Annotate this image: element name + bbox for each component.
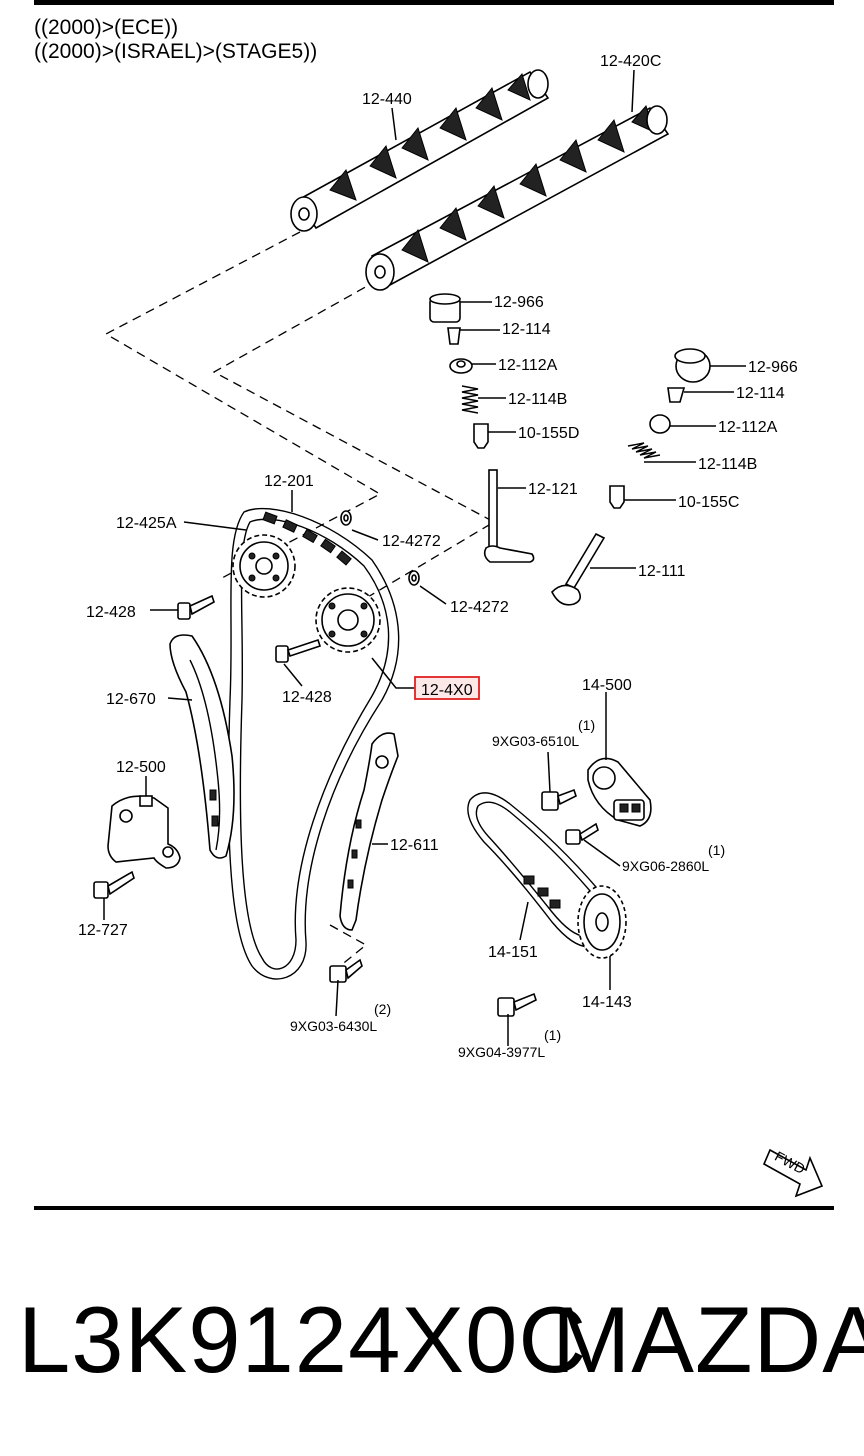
label-12-727: 12-727 [78, 922, 128, 939]
label-9xg04-3977l: 9XG04-3977L [458, 1044, 545, 1060]
label-12-121: 12-121 [528, 481, 578, 498]
oil-pump-sprocket[interactable] [577, 885, 627, 959]
label-12-114b-a: 12-114B [508, 391, 567, 408]
label-12-966-b: 12-966 [748, 359, 798, 376]
label-12-111: 12-111 [638, 563, 686, 580]
cam-sprocket-425a[interactable] [232, 534, 296, 598]
label-10-155d: 10-155D [518, 425, 579, 442]
label-14-151: 14-151 [488, 944, 538, 961]
label-12-4x0: 12-4X0 [421, 682, 473, 699]
tensioner-bolt[interactable] [93, 870, 135, 899]
label-9xg06-2860l: 9XG06-2860L [622, 858, 709, 874]
label-12-966-a: 12-966 [494, 294, 544, 311]
tappet-1[interactable] [429, 293, 461, 323]
bolt-6510[interactable] [541, 788, 577, 811]
label-12-428-b: 12-428 [282, 689, 332, 706]
keeper-2[interactable] [667, 387, 686, 403]
tappet-2[interactable] [674, 348, 711, 383]
fwd-arrow-icon: FWD [762, 1148, 824, 1198]
label-12-112a-a: 12-112A [498, 357, 558, 374]
label-12-425a: 12-425A [116, 515, 177, 532]
label-12-4272-b: 12-4272 [450, 599, 509, 616]
highlight-12-4x0[interactable]: 12-4X0 [414, 676, 480, 700]
vvt-sprocket[interactable] [315, 587, 381, 653]
label-14-500: 14-500 [582, 677, 632, 694]
assembly-line-3 [329, 924, 368, 967]
label-12-670: 12-670 [106, 691, 156, 708]
label-9xg03-6430l: 9XG03-6430L [290, 1018, 377, 1034]
top-rule [34, 0, 834, 5]
header-line-1: ((2000)>(ECE)) [34, 16, 179, 39]
chain-tensioner[interactable] [107, 795, 181, 869]
retainer-1[interactable] [449, 358, 473, 374]
label-10-155c: 10-155C [678, 494, 739, 511]
label-12-420c: 12-420C [600, 53, 661, 70]
label-12-201: 12-201 [264, 473, 314, 490]
seal-2[interactable] [609, 485, 625, 509]
chain-guide[interactable] [339, 732, 399, 931]
washer-2[interactable] [408, 570, 420, 586]
oil-pump-bracket[interactable] [587, 757, 652, 827]
brand-name: MAZDA [552, 1287, 864, 1392]
washer-1[interactable] [340, 510, 352, 526]
qty-2860: (1) [708, 842, 725, 858]
label-12-440: 12-440 [362, 91, 412, 108]
timing-chain[interactable] [227, 507, 400, 980]
bolt-3977[interactable] [497, 992, 537, 1017]
label-12-428-a: 12-428 [86, 604, 136, 621]
label-12-4272-a: 12-4272 [382, 533, 441, 550]
spring-1[interactable] [461, 385, 479, 414]
part-number: L3K9124X0C [18, 1287, 588, 1392]
retainer-2[interactable] [649, 414, 671, 434]
seal-1[interactable] [473, 423, 489, 449]
label-12-611: 12-611 [390, 837, 439, 854]
assembly-line-2 [212, 279, 496, 611]
leader-lines [103, 69, 746, 1046]
label-12-114-b: 12-114 [736, 385, 785, 402]
bottom-rule [34, 1206, 834, 1210]
spring-2[interactable] [627, 442, 661, 459]
guide-arm[interactable] [169, 634, 235, 859]
qty-3977: (1) [544, 1027, 561, 1043]
label-12-500: 12-500 [116, 759, 166, 776]
keeper-1[interactable] [447, 327, 461, 345]
qty-6430: (2) [374, 1001, 391, 1017]
camshaft-exhaust[interactable] [290, 69, 550, 232]
bolt-2860[interactable] [565, 822, 599, 845]
bolt-428-a[interactable] [177, 594, 215, 620]
label-12-114-a: 12-114 [502, 321, 551, 338]
camshaft-intake[interactable] [365, 104, 670, 291]
bolt-428-b[interactable] [275, 638, 322, 663]
label-12-112a-b: 12-112A [718, 419, 778, 436]
qty-6510: (1) [578, 717, 595, 733]
assembly-line-1 [104, 231, 382, 579]
label-9xg03-6510l: 9XG03-6510L [492, 733, 579, 749]
exploded-diagram: 12-440 12-420C 12-966 12-114 12-112A 12-… [78, 53, 824, 1198]
label-14-143: 14-143 [582, 994, 632, 1011]
bolt-6430[interactable] [329, 958, 363, 983]
label-12-114b-b: 12-114B [698, 456, 757, 473]
valve-exhaust[interactable] [551, 532, 606, 606]
valve-intake[interactable] [483, 469, 535, 563]
header-line-2: ((2000)>(ISRAEL)>(STAGE5)) [34, 40, 318, 63]
